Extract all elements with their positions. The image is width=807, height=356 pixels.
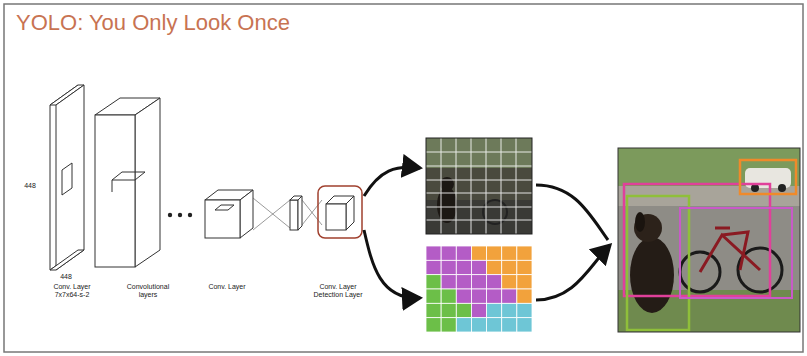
grid-cell (502, 289, 517, 303)
input-slab (50, 85, 84, 270)
connector-cross (253, 198, 290, 230)
grid-cell (517, 318, 532, 332)
grid-cell (441, 318, 456, 332)
layer-label: Conv. Layer 7x7x64-s-2 (44, 283, 100, 299)
ellipsis-dots (168, 213, 192, 217)
grid-photo (426, 138, 532, 234)
grid-cell (426, 246, 441, 260)
grid-cell (502, 275, 517, 289)
layer-label: Conv. Layer Detection Layer (313, 283, 363, 299)
grid-cell (426, 289, 441, 303)
curved-arrow (364, 167, 420, 196)
layer-label: Conv. Layer (205, 283, 249, 291)
dimension-label: 448 (21, 182, 39, 190)
grid-cell (456, 318, 471, 332)
grid-cell (487, 275, 502, 289)
grid-cell (441, 275, 456, 289)
grid-cell (426, 318, 441, 332)
grid-cell (441, 303, 456, 317)
grid-cell (502, 318, 517, 332)
grid-cell (456, 260, 471, 274)
grid-cell (517, 246, 532, 260)
grid-cell (502, 303, 517, 317)
grid-cell (456, 246, 471, 260)
title: YOLO: You Only Look Once (16, 10, 290, 36)
layer-label: Convolutional layers (118, 283, 178, 299)
grid-cell (441, 260, 456, 274)
conv-block (205, 190, 253, 238)
grid-cell (471, 289, 486, 303)
grid-cell (487, 318, 502, 332)
dimension-label: 448 (57, 273, 75, 281)
grid-cell (487, 289, 502, 303)
grid-cell (471, 303, 486, 317)
class-probability-map (426, 246, 532, 332)
grid-cell (517, 303, 532, 317)
grid-cell (517, 260, 532, 274)
grid-cell (487, 303, 502, 317)
grid-cell (502, 246, 517, 260)
grid-cell (441, 246, 456, 260)
detection-cube (318, 186, 362, 238)
curved-arrow (536, 185, 608, 240)
frame (4, 4, 803, 352)
grid-cell (456, 303, 471, 317)
grid-cell (471, 275, 486, 289)
curved-arrow (536, 245, 610, 300)
grid-cell (502, 260, 517, 274)
detection-photo (618, 148, 800, 332)
grid-cell (517, 289, 532, 303)
conv-block (95, 98, 160, 267)
grid-cell (517, 275, 532, 289)
curved-arrow (364, 230, 420, 298)
grid-cell (441, 289, 456, 303)
grid-cell (487, 260, 502, 274)
grid-cell (456, 289, 471, 303)
grid-cell (426, 303, 441, 317)
grid-cell (471, 246, 486, 260)
grid-cell (426, 260, 441, 274)
grid-cell (487, 246, 502, 260)
grid-cell (456, 275, 471, 289)
grid-cell (426, 275, 441, 289)
grid-cell (471, 318, 486, 332)
grid-cell (471, 260, 486, 274)
connector-cross (302, 200, 322, 225)
thin-layer (290, 196, 302, 230)
